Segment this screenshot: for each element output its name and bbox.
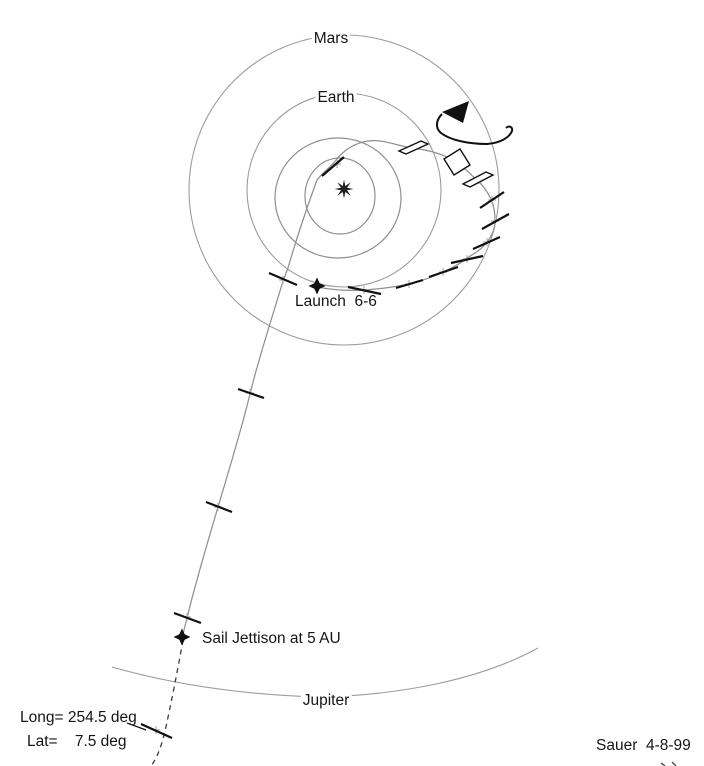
trajectory-inner-loop-inner [304, 157, 376, 235]
time-tick [481, 213, 510, 230]
time-tick [268, 271, 298, 287]
time-tick [347, 285, 382, 296]
sail-symbol-icon [443, 148, 471, 176]
time-tick-marks [140, 156, 510, 740]
jupiter-orbit-arc [111, 647, 539, 698]
launch-label: Launch 6-6 [295, 293, 377, 310]
coast-trajectory-dashed [150, 639, 184, 766]
sun-icon [334, 179, 354, 199]
time-tick [428, 265, 459, 279]
latitude-readout: Lat= 7.5 deg [27, 733, 127, 750]
credit-label: Sauer 4-8-99 [596, 737, 691, 754]
clipped-page-number-marks [660, 761, 677, 766]
time-tick-coast [140, 722, 173, 740]
launch-marker [308, 277, 326, 295]
time-tick [450, 254, 484, 265]
time-tick [395, 278, 424, 290]
sail-jettison-label: Sail Jettison at 5 AU [202, 630, 341, 647]
time-tick [173, 611, 202, 625]
longitude-readout: Long= 254.5 deg [20, 709, 137, 726]
mars-orbit-label: Mars [311, 30, 351, 48]
time-tick [205, 500, 233, 514]
trajectory-inner-loop-outer [274, 137, 402, 259]
jupiter-orbit-label: Jupiter [300, 692, 352, 710]
sail-symbol-icon [397, 140, 430, 155]
time-tick [237, 387, 265, 400]
time-tick [472, 235, 501, 251]
time-tick [479, 191, 505, 209]
time-tick-perihelion [321, 156, 345, 177]
trajectory-outbound-leg [182, 179, 318, 635]
earth-orbit-label: Earth [315, 89, 357, 107]
jettison-marker [173, 628, 191, 646]
sail-symbols [397, 140, 495, 188]
readout-leader-line [126, 722, 147, 731]
direction-arrow-icon [442, 101, 469, 123]
sail-symbol-icon [461, 171, 495, 188]
direction-arrow-curve [436, 113, 514, 146]
